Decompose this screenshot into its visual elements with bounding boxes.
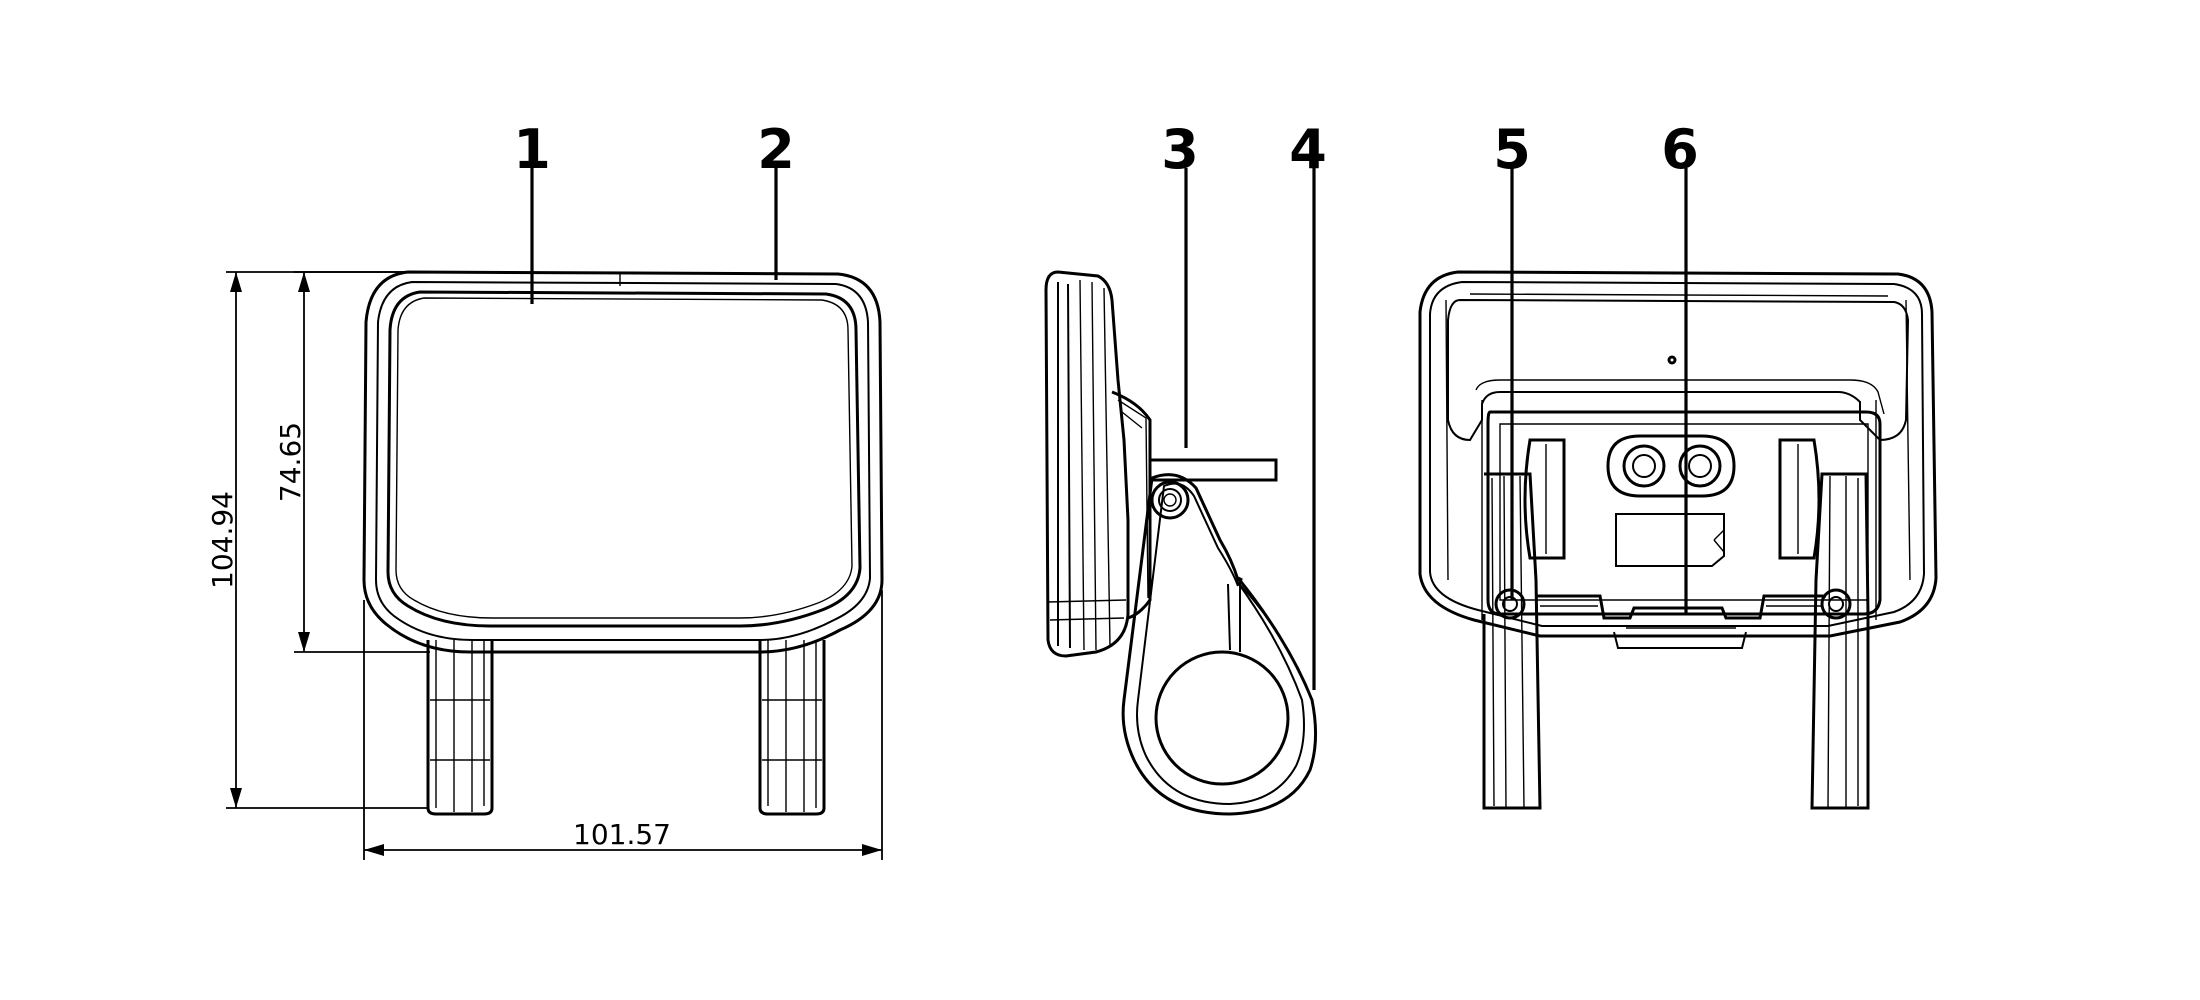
callout-numbers: 1 2 3 4 5 6 xyxy=(513,118,1699,181)
rear-left-leg xyxy=(1482,472,1542,810)
callout-6: 6 xyxy=(1661,118,1699,181)
leader-lines xyxy=(530,168,1688,690)
dimension-display-height: 74.65 xyxy=(274,422,307,502)
rear-right-leg xyxy=(1810,472,1870,810)
rear-housing-outline xyxy=(1418,270,1938,638)
front-view xyxy=(362,270,884,816)
callout-1: 1 xyxy=(513,118,551,181)
display-screen xyxy=(386,290,862,628)
callout-3: 3 xyxy=(1161,118,1199,181)
dimension-overall-width: 101.57 xyxy=(573,818,671,851)
callout-2: 2 xyxy=(757,118,795,181)
front-right-leg xyxy=(758,640,826,816)
rear-connector xyxy=(1606,434,1736,498)
front-left-leg xyxy=(426,640,494,816)
side-view xyxy=(1044,270,1318,816)
side-mount-arm xyxy=(1150,458,1278,482)
rear-view xyxy=(1418,270,1938,810)
callout-5: 5 xyxy=(1493,118,1531,181)
front-housing-outline xyxy=(362,270,884,654)
handlebar-clamp-ring xyxy=(1154,650,1290,786)
rear-latch xyxy=(1536,594,1826,620)
callout-4: 4 xyxy=(1289,118,1327,181)
side-clamp xyxy=(1121,473,1318,816)
side-display-body xyxy=(1044,270,1130,658)
dimension-lines xyxy=(226,271,883,860)
dimension-overall-height: 104.94 xyxy=(206,491,239,589)
